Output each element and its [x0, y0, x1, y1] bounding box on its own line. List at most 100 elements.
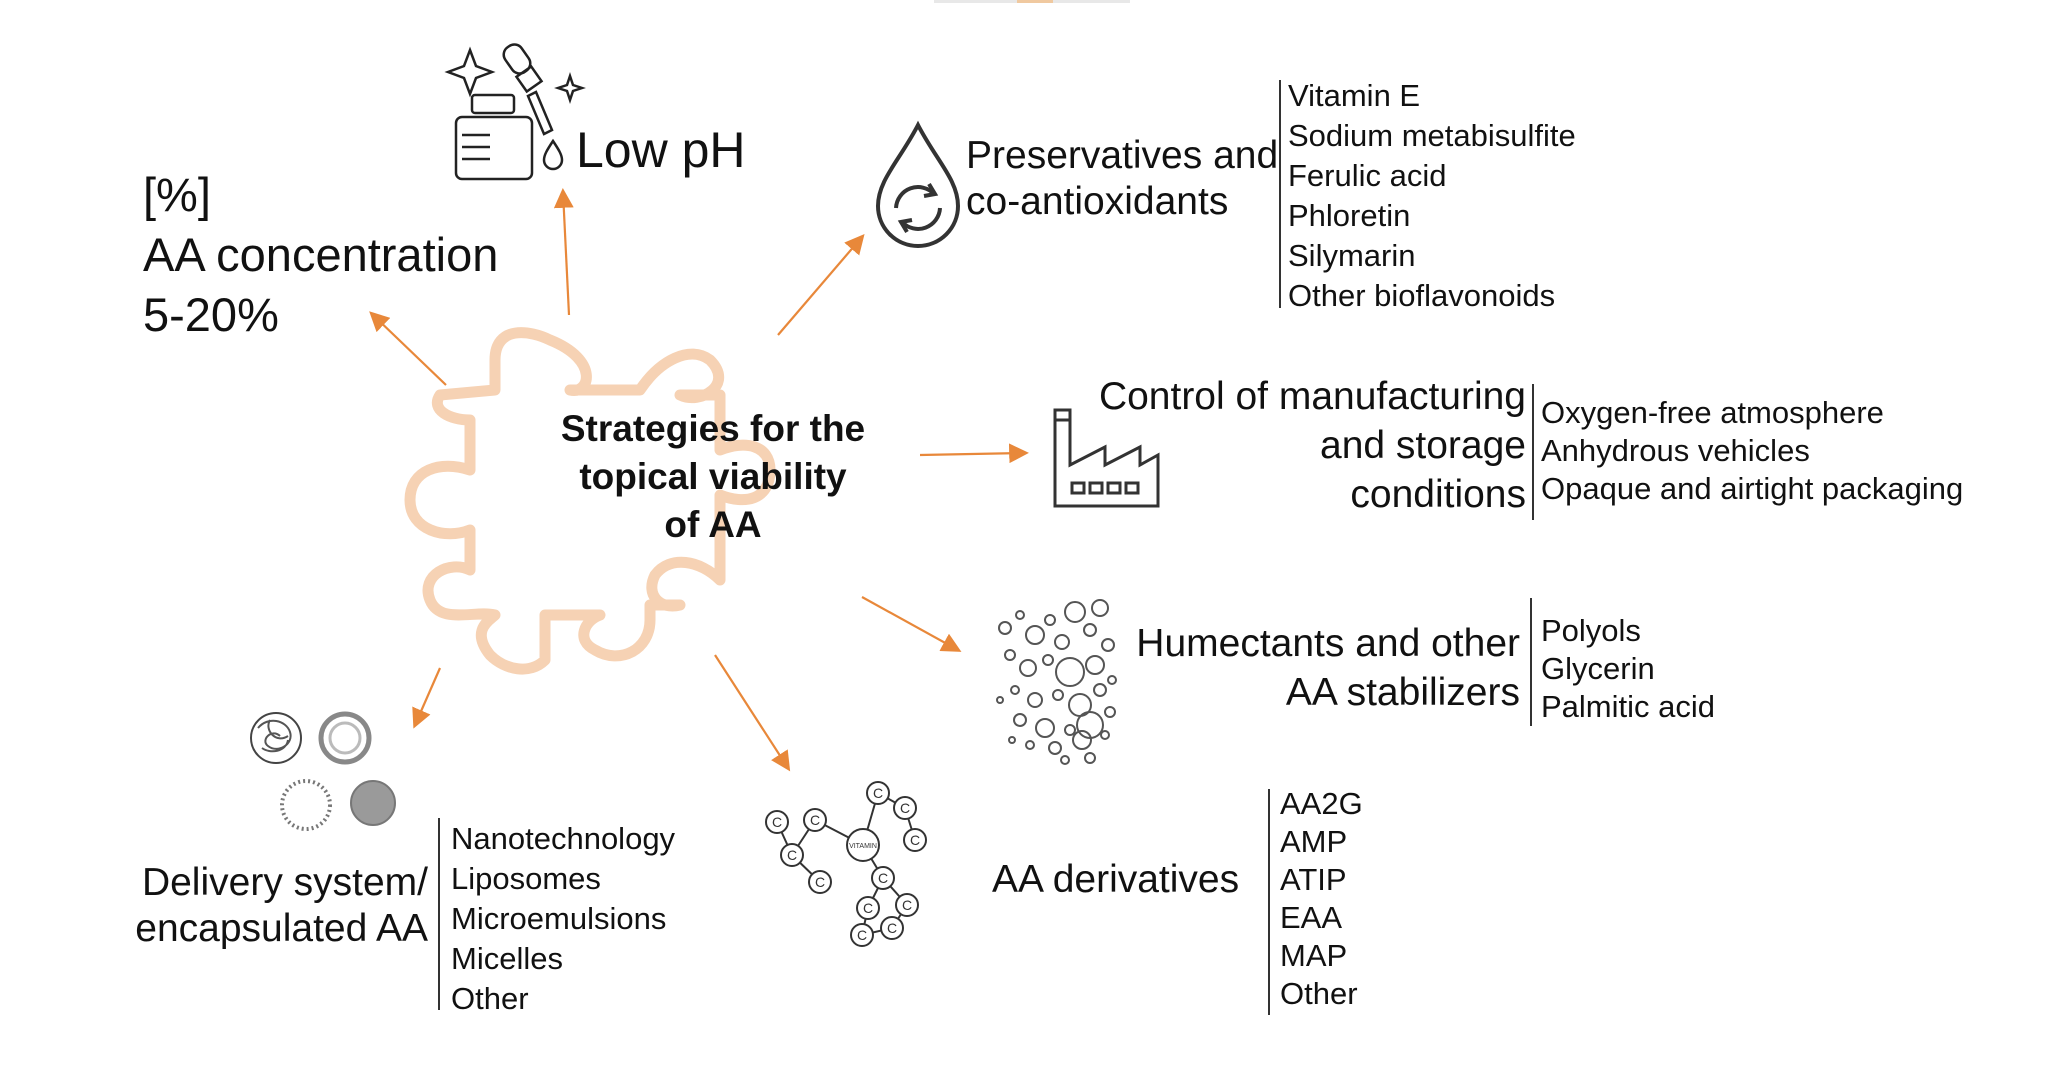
bubble-shape — [1044, 614, 1056, 626]
bubble-shape — [1004, 649, 1016, 661]
list-item: Phloretin — [1288, 198, 1411, 233]
molecule-node — [803, 808, 827, 832]
list-item: MAP — [1280, 938, 1348, 973]
molecule-node — [880, 916, 904, 940]
list-item: Oxygen-free atmosphere — [1541, 395, 1884, 430]
humectants-list: Polyols Glycerin Palmitic acid — [1541, 612, 1715, 726]
list-item: Microemulsions — [451, 901, 667, 936]
bubble-shape — [1048, 741, 1062, 755]
center-title-line3: of AA — [664, 504, 762, 545]
preservatives-divider — [1279, 80, 1281, 308]
delivery-list: Nanotechnology Liposomes Microemulsions … — [451, 819, 675, 1019]
list-item: Other bioflavonoids — [1288, 278, 1556, 313]
derivatives-list: AA2G AMP ATIP EAA MAP Other — [1280, 785, 1363, 1013]
molecule-node — [780, 843, 804, 867]
bubble-shape — [1101, 638, 1115, 652]
bubble-shape — [1052, 689, 1064, 701]
bubble-shape — [1084, 752, 1096, 764]
bubble-shape — [1042, 654, 1054, 666]
molecule-node-label: C — [810, 812, 820, 828]
molecule-hub — [846, 828, 880, 862]
concentration-label: AA concentration — [143, 228, 499, 281]
molecule-node — [903, 828, 927, 852]
molecule-node-label: C — [863, 900, 873, 916]
puzzle-piece-icon — [404, 327, 776, 675]
nanoparticles-icon — [250, 711, 396, 831]
bubble-shape — [1083, 623, 1097, 637]
low-ph-label: Low pH — [576, 122, 746, 178]
manufacturing-list: Oxygen-free atmosphere Anhydrous vehicle… — [1541, 394, 1963, 508]
bubble-shape — [996, 696, 1004, 704]
concentration-block: [%] AA concentration 5-20% — [143, 165, 498, 345]
molecule-node — [895, 893, 919, 917]
bubble-shape — [998, 621, 1012, 635]
bubble-shape — [1025, 625, 1045, 645]
concentration-range: 5-20% — [143, 288, 279, 341]
manufacturing-heading-line2: and storage — [1320, 424, 1526, 467]
arrow-to-manufacturing — [919, 443, 1029, 464]
list-item: Nanotechnology — [451, 821, 676, 856]
humectants-heading-line2: AA stabilizers — [1285, 671, 1520, 714]
list-item: Other — [1280, 976, 1358, 1011]
drop-recycle-icon — [875, 120, 961, 248]
preservatives-heading-line1: Preservatives and — [966, 134, 1279, 177]
bubble-shape — [1091, 599, 1109, 617]
bubble-shape — [1013, 713, 1027, 727]
list-item: EAA — [1280, 900, 1343, 935]
delivery-heading: Delivery system/ encapsulated AA — [120, 860, 428, 952]
top-edge-accent — [1017, 0, 1053, 3]
molecule-node-label: C — [815, 874, 825, 890]
list-item: Polyols — [1541, 613, 1641, 648]
bubble-shape — [1093, 683, 1107, 697]
bubble-shape — [1019, 659, 1037, 677]
list-item: Opaque and airtight packaging — [1541, 471, 1964, 506]
molecule-node-label: C — [873, 785, 883, 801]
delivery-heading-line2: encapsulated AA — [135, 907, 428, 950]
humectants-divider — [1530, 598, 1532, 726]
bubble-shape — [1064, 724, 1076, 736]
bubble-shape — [1060, 755, 1070, 765]
molecule-node — [856, 896, 880, 920]
bubble-shape — [1100, 730, 1110, 740]
delivery-heading-line1: Delivery system/ — [141, 861, 428, 904]
molecule-node-label: C — [910, 832, 920, 848]
arrows — [369, 188, 1029, 772]
bubbles-icon — [996, 599, 1117, 765]
arrow-to-concentration — [369, 311, 447, 386]
molecule-node-label: C — [887, 920, 897, 936]
factory-icon — [1053, 408, 1160, 508]
list-item: Vitamin E — [1288, 78, 1421, 113]
molecule-node-label: C — [900, 800, 910, 816]
bubble-shape — [1107, 675, 1117, 685]
bubble-shape — [1085, 655, 1105, 675]
list-item: Silymarin — [1288, 238, 1416, 273]
preservatives-heading-line2: co-antioxidants — [966, 180, 1229, 223]
molecule-node-label: C — [878, 870, 888, 886]
bubble-shape — [1027, 692, 1043, 708]
molecule-hub-label: VITAMIN — [849, 843, 877, 850]
list-item: Glycerin — [1541, 651, 1655, 686]
center-title-line1: Strategies for the — [560, 408, 866, 449]
manufacturing-heading-line3: conditions — [1350, 473, 1526, 516]
bubble-shape — [1072, 730, 1092, 750]
bubble-shape — [1055, 657, 1085, 687]
molecule-node — [871, 866, 895, 890]
preservatives-heading: Preservatives and co-antioxidants — [966, 133, 1278, 225]
humectants-heading-line1: Humectants and other — [1136, 622, 1520, 665]
list-item: Anhydrous vehicles — [1541, 433, 1810, 468]
bubble-shape — [1054, 634, 1070, 650]
list-item: Micelles — [451, 941, 563, 976]
delivery-divider — [438, 818, 440, 1010]
molecule-node — [850, 923, 874, 947]
list-item: Liposomes — [451, 861, 601, 896]
bubble-shape — [1035, 718, 1055, 738]
bubble-shape — [1015, 610, 1025, 620]
list-item: Other — [451, 981, 529, 1016]
center-title: Strategies for the topical viability of … — [528, 405, 898, 549]
list-item: Palmitic acid — [1541, 689, 1715, 724]
molecule-node — [808, 870, 832, 894]
dropper-bottle-icon — [444, 43, 586, 181]
list-item: ATIP — [1280, 862, 1347, 897]
